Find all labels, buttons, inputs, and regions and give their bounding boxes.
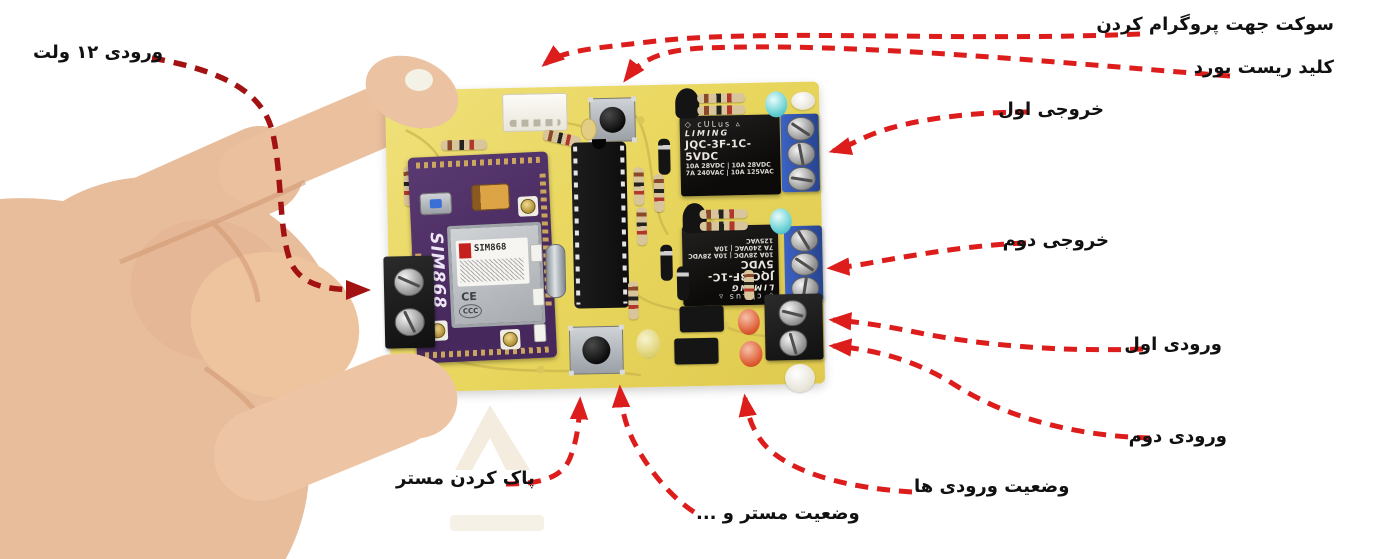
label-input1: ورودی اول (1124, 334, 1222, 355)
relay-model: JQC-3F-1C-5VDC (684, 137, 752, 164)
transistor (674, 88, 700, 119)
antenna-connector (517, 195, 539, 217)
crystal-oscillator (545, 243, 567, 299)
diode (660, 244, 673, 281)
resistor (697, 105, 746, 116)
relay-rating: 7A 240VAC | 10A 125VAC (714, 236, 774, 252)
mcu-dip-chip (571, 138, 630, 309)
diode (657, 138, 671, 175)
output2-terminal[interactable] (783, 225, 824, 302)
relay-brand: LIMING (684, 128, 730, 139)
relay-rating: 7A 240VAC | 10A 125VAC (685, 168, 774, 178)
relay-certs: ◇ cULus ▵ (684, 119, 742, 130)
power-terminal-12v[interactable] (383, 255, 436, 349)
programming-socket[interactable] (501, 92, 568, 133)
smd-led (531, 287, 545, 307)
resistor (743, 269, 755, 301)
label-input2: ورودی دوم (1128, 426, 1227, 447)
smd-led (529, 243, 543, 263)
relay-1: ◇ cULus ▵ LIMING JQC-3F-1C-5VDC 10A 28VD… (679, 114, 782, 197)
resistor (653, 173, 665, 212)
datamatrix-code (459, 257, 525, 283)
tantalum-capacitor (470, 183, 511, 212)
sim868-shield: SIM868 CE CCC (446, 221, 546, 329)
master-clear-button[interactable] (567, 324, 625, 376)
label-clear-master: پاک کردن مستر (396, 468, 535, 489)
pcb-board: SIM868 SIM868 CE CCC ◇ cULus ▵ LIM (383, 81, 826, 393)
diode (676, 266, 690, 301)
label-reset: کلید ریست بورد (1193, 57, 1334, 78)
smd-led (533, 323, 547, 343)
label-power-12v: ورودی ۱۲ ولت (33, 42, 164, 63)
input-terminal[interactable] (764, 293, 824, 361)
label-output2: خروجی دوم (1002, 230, 1109, 251)
ccc-mark: CCC (458, 303, 483, 319)
optocoupler (679, 305, 725, 333)
optocoupler (674, 337, 719, 365)
ce-mark: CE (460, 289, 478, 304)
resistor (627, 281, 639, 320)
resistor (697, 93, 746, 104)
label-inputs-status: وضعیت ورودی ها (914, 476, 1070, 497)
resistor (699, 209, 748, 220)
relay-model: JQC-3F-1C-5VDC (707, 257, 774, 283)
resistor (636, 207, 648, 246)
label-master-status: وضعیت مستر و ... (696, 503, 860, 524)
shield-label: SIM868 (473, 242, 507, 254)
label-prog-socket: سوکت جهت پروگرام کردن (1096, 14, 1334, 35)
label-output1: خروجی اول (998, 99, 1104, 120)
module-power-button[interactable] (419, 191, 453, 216)
antenna-connector (499, 328, 521, 350)
output1-terminal[interactable] (780, 113, 821, 193)
simcom-logo (458, 243, 472, 259)
reset-button[interactable] (588, 96, 638, 144)
relay-certs: ◇ cULus ▵ (717, 291, 774, 302)
resistor (633, 167, 645, 206)
resistor (699, 221, 748, 232)
resistor (440, 139, 488, 151)
